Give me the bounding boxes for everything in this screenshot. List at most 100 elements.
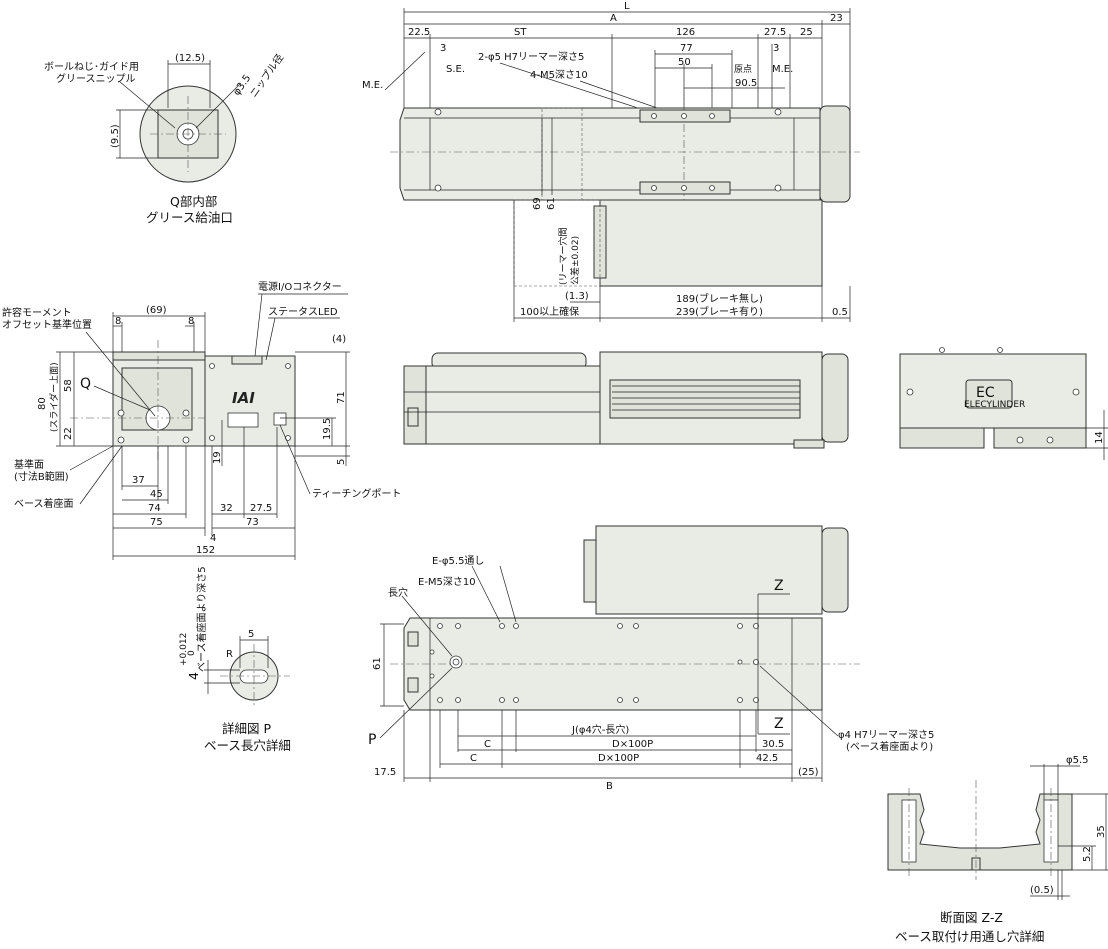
end-power-io: 電源I/Oコネクター — [258, 280, 342, 293]
end-dim-74: 74 — [148, 503, 161, 514]
p-caption-1: 詳細図 P — [222, 721, 271, 736]
end-view: IAI (69) 8 8 許容モーメント オフセット基準位置 Q 80 (スライ… — [2, 280, 401, 560]
end-dim-58: 58 — [63, 379, 74, 392]
dim-25: 25 — [800, 27, 813, 38]
end-dim-152: 152 — [196, 545, 215, 556]
end-dim-4: 4 — [210, 533, 216, 544]
end-dim-5: 5 — [336, 459, 347, 465]
end-teaching-port: ティーチングポート — [312, 487, 401, 500]
p-depth: ベース着座面より深さ5 — [195, 566, 208, 672]
dim-L: L — [624, 1, 630, 12]
bottom-slot: 長穴 — [388, 586, 408, 599]
end-dim-22: 22 — [63, 427, 74, 440]
dim-50: 50 — [678, 57, 691, 68]
end-dim-4b: (4) — [332, 334, 346, 345]
end-moment-2: オフセット基準位置 — [2, 318, 92, 331]
dim-3-left: 3 — [440, 43, 446, 54]
z-dim-0-5: (0.5) — [1030, 885, 1054, 896]
ec-brand: ELECYLINDER — [964, 400, 1025, 410]
end-dim-80: 80 — [37, 397, 48, 410]
bottom-dim-42-5: 42.5 — [756, 753, 778, 764]
end-dim-32: 32 — [220, 503, 233, 514]
end-dim-19: 19 — [212, 451, 223, 464]
dim-77: 77 — [680, 43, 693, 54]
bottom-z-bottom: Z — [774, 716, 784, 732]
dim-189: 189(ブレーキ無し) — [676, 292, 763, 305]
q-detail-view: (12.5) (9.5) φ3.5 ニップル径 ボールねじ･ガイド用 グリースニ… — [44, 51, 286, 225]
end-ref-2: (寸法B範囲) — [14, 470, 69, 483]
bottom-reamer-2: (ベース着座面より) — [846, 740, 933, 753]
bottom-dim-c2: C — [470, 753, 477, 764]
bottom-dim-d2: D×100P — [598, 753, 639, 764]
p-tol-0: 0 — [187, 650, 197, 656]
dim-0-5: 0.5 — [832, 307, 848, 318]
end-moment-1: 許容モーメント — [2, 306, 72, 319]
bottom-dim-j: J(φ4穴-長穴) — [571, 723, 629, 736]
bottom-e55: E-φ5.5通し — [432, 555, 484, 567]
end-label-q: Q — [80, 376, 91, 392]
label-me-left: M.E. — [362, 80, 383, 91]
dim-ST: ST — [514, 27, 527, 38]
z-caption-2: ベース取付け用通し穴詳細 — [895, 929, 1044, 944]
end-dim-27-5: 27.5 — [250, 503, 272, 514]
end-dim-19-5: 19.5 — [322, 418, 333, 440]
label-origin: 原点 — [734, 64, 752, 75]
end-dim-75: 75 — [150, 517, 163, 528]
label-reamer-tol: 公差±0.02) — [569, 236, 581, 285]
p-r: R — [226, 649, 233, 660]
end-ref-1: 基準面 — [14, 458, 44, 471]
z-dim-5-2: 5.2 — [1082, 846, 1093, 862]
label-reamer-2: 2-φ5 H7リーマー深さ5 — [478, 51, 584, 63]
dim-69: 69 — [532, 197, 543, 210]
dim-100: 100以上確保 — [520, 305, 579, 318]
end-status-led: ステータスLED — [268, 306, 338, 318]
end-dim-45: 45 — [150, 489, 163, 500]
section-z-view: φ5.5 5.2 35 (0.5) 断面図 Z-Z ベース取付け用通し穴詳細 — [887, 755, 1108, 944]
q-ball-1: ボールねじ･ガイド用 — [44, 61, 139, 73]
ec-dim-14: 14 — [1094, 431, 1105, 444]
end-dim-37: 37 — [132, 475, 145, 486]
z-dim-35: 35 — [1096, 825, 1107, 838]
q-caption-2: グリース給油口 — [146, 210, 233, 225]
p-dim-5: 5 — [248, 629, 254, 640]
bottom-z-top: Z — [774, 578, 784, 594]
bottom-dim-61: 61 — [372, 657, 383, 670]
p-caption-2: ベース長穴詳細 — [204, 738, 291, 753]
label-m5-4: 4-M5深さ10 — [530, 69, 588, 81]
label-reamer-pitch: (リーマー穴間 — [557, 227, 569, 285]
dim-23: 23 — [830, 13, 843, 24]
bottom-dim-d1: D×100P — [612, 739, 653, 750]
dim-1-3: (1.3) — [565, 291, 589, 302]
bottom-em5: E-M5深さ10 — [418, 576, 476, 588]
dim-A: A — [610, 13, 617, 24]
dim-90-5: 90.5 — [735, 78, 757, 89]
top-view: L A 22.5 ST 126 27.5 25 23 3 3 S.E. M.E.… — [362, 1, 860, 322]
iai-logo: IAI — [232, 389, 255, 407]
end-dim-71: 71 — [336, 391, 347, 404]
bottom-holes — [437, 623, 759, 703]
z-caption-1: 断面図 Z-Z — [940, 910, 1003, 925]
end-dim-80-sub: (スライダー上面) — [48, 362, 60, 432]
ec-end-view: EC ELECYLINDER 14 — [899, 347, 1108, 460]
label-me-right: M.E. — [772, 64, 793, 75]
bottom-label-p: P — [368, 732, 376, 748]
dim-27-5: 27.5 — [764, 27, 786, 38]
end-dim-69: (69) — [146, 305, 167, 316]
end-base: ベース着座面 — [14, 497, 74, 510]
bottom-dim-c1: C — [484, 739, 491, 750]
q-dim-9-5: (9.5) — [110, 124, 121, 148]
end-dim-8a: 8 — [115, 316, 121, 327]
bottom-reamer-1: φ4 H7リーマー深さ5 — [838, 729, 934, 741]
bottom-dim-17-5: 17.5 — [374, 767, 396, 778]
bottom-dim-b: B — [606, 781, 613, 792]
p-dim-4: 4 — [186, 672, 201, 680]
ec-mark: EC — [976, 385, 995, 401]
bottom-dim-30-5: 30.5 — [762, 739, 784, 750]
q-dim-12-5: (12.5) — [175, 53, 205, 64]
bottom-view: E-φ5.5通し E-M5深さ10 長穴 61 P Z Z J(φ4穴 — [368, 525, 934, 792]
side-view — [403, 351, 849, 449]
p-tol: +0.012 — [179, 633, 189, 666]
label-se: S.E. — [446, 64, 465, 75]
q-nipple: ニップル径 — [247, 51, 286, 99]
